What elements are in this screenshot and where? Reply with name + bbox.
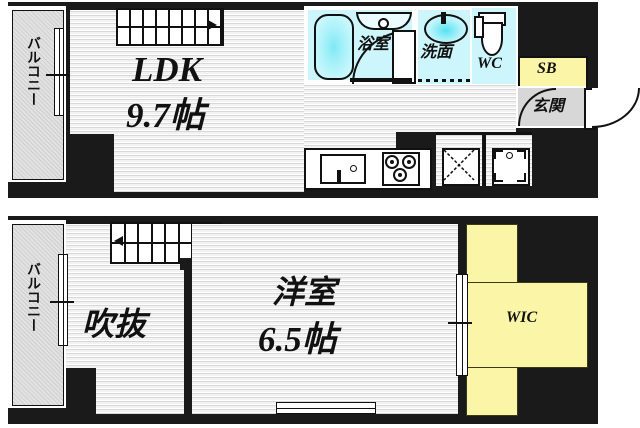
void-notch-wall <box>66 368 96 414</box>
lower-floor-plan: バルコニー 吹抜 洋室 6.5帖 WIC <box>0 214 640 428</box>
bedroom-area-label: 6.5帖 <box>258 320 337 359</box>
bedroom-label: 洋室 <box>272 273 337 311</box>
void-bedroom-partition <box>184 260 192 414</box>
ldk-notch-wall <box>70 134 114 192</box>
washer-x-mark <box>443 149 475 181</box>
shoe-box-label: SB <box>537 60 557 77</box>
wic-door-tick <box>448 322 472 324</box>
bathroom-door-panel <box>392 30 416 84</box>
wic-seam-fill <box>503 284 529 364</box>
stove-burner-2 <box>402 155 416 169</box>
lower-balcony-label: バルコニー <box>25 262 41 332</box>
upper-balcony-window[interactable] <box>54 28 64 116</box>
upper-hallway <box>304 84 516 132</box>
lower-stair-direction-arrow <box>114 236 123 246</box>
void-label: 吹抜 <box>82 305 147 343</box>
washbasin-faucet-icon <box>441 12 446 24</box>
stove-burner-1 <box>385 155 399 169</box>
room-bedroom <box>192 224 458 414</box>
kitchen-drain-icon <box>350 165 357 172</box>
washroom-door-dashed <box>418 79 470 82</box>
lower-balcony-window[interactable] <box>58 254 68 346</box>
refrigerator-dot-icon <box>506 152 513 159</box>
washbasin-fixture <box>424 14 468 44</box>
upper-floor-plan: バルコニー LDK 9.7帖 浴室 洗面 <box>0 0 640 200</box>
wic-door[interactable] <box>456 274 468 376</box>
bedroom-window[interactable] <box>276 402 376 414</box>
kitchen-sink-fixture <box>320 154 366 184</box>
toilet-bowl-fixture <box>481 22 503 56</box>
ldk-area-label: 9.7帖 <box>126 96 205 135</box>
fridge-corner-tl <box>494 150 503 159</box>
lower-balcony <box>12 224 64 406</box>
wc-label: WC <box>477 55 502 72</box>
fridge-corner-br <box>517 173 526 182</box>
washroom-label: 洗面 <box>420 42 453 61</box>
shoe-box <box>518 56 588 88</box>
kitchen-faucet-icon <box>337 170 341 182</box>
upper-staircase <box>116 8 224 46</box>
bathtub-fixture <box>314 14 354 80</box>
upper-balcony-label: バルコニー <box>25 36 41 106</box>
toilet-paper-holder-icon <box>474 16 484 38</box>
lower-balcony-window-tick <box>50 301 74 303</box>
ldk-label: LDK <box>132 50 202 89</box>
upper-stair-direction-arrow <box>208 20 217 30</box>
upper-hallway-lower <box>304 132 396 150</box>
upper-balcony-window-tick <box>46 74 70 76</box>
entrance-door-swing-arc <box>592 88 640 128</box>
wic-label: WIC <box>506 309 538 326</box>
stove-burner-3 <box>393 168 407 182</box>
bathroom-label: 浴室 <box>357 34 390 53</box>
fridge-corner-tr <box>517 150 526 159</box>
fridge-corner-bl <box>494 173 503 182</box>
bathroom-faucet-icon <box>378 18 389 29</box>
bathroom-threshold <box>350 78 412 82</box>
appliance-bay-divider <box>483 132 486 186</box>
